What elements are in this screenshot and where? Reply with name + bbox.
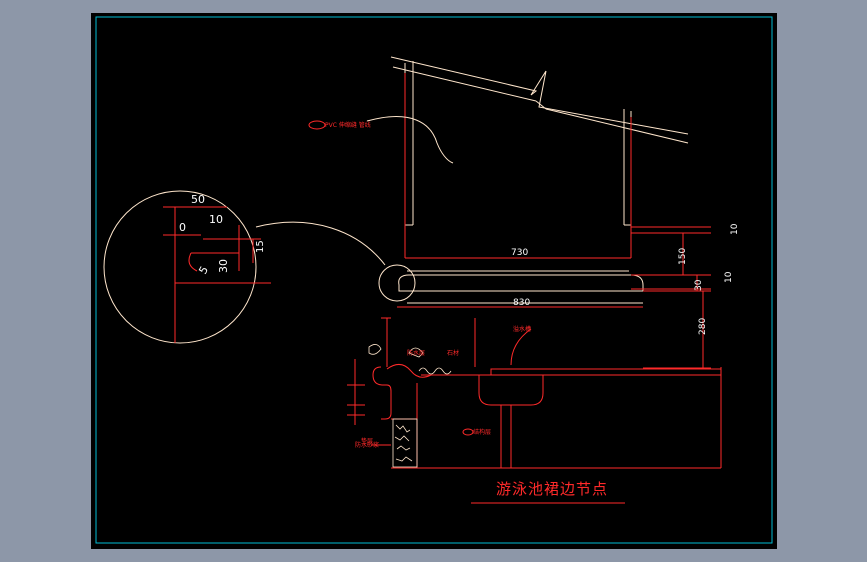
dim-10a: 10 (730, 223, 740, 235)
note-side: 结构层 (473, 428, 491, 436)
dim-730: 730 (511, 248, 528, 258)
detail-dim-30: 30 (217, 259, 230, 273)
drawing-title: 游泳池裙边节点 (496, 480, 609, 498)
detail-red (163, 206, 271, 343)
upper-structure (390, 56, 689, 304)
dim-150: 150 (678, 248, 688, 265)
note-tile: 石材 (447, 349, 459, 357)
note-bubble-2 (462, 428, 474, 436)
note-leader (366, 116, 454, 164)
detail-dim-5: 5 (196, 264, 211, 277)
detail-dim-15: 15 (255, 240, 266, 253)
note-drain: 溢水槽 (513, 325, 531, 333)
dim-830: 830 (513, 298, 530, 308)
note-base: 垫层 (361, 437, 373, 445)
note-low: 防水砂浆 (355, 441, 379, 449)
cad-drawing: 730 830 150 10 10 30 280 50 10 0 30 5 15… (95, 16, 773, 544)
dim-280: 280 (698, 318, 708, 335)
dimension-lines (397, 226, 711, 369)
detail-dim-0: 0 (179, 221, 186, 234)
detail-dim-50: 50 (191, 193, 205, 206)
drawing-frame (95, 16, 773, 544)
gravel-fill (368, 344, 452, 468)
dim-10b: 10 (724, 271, 734, 283)
note-bubble (308, 120, 326, 130)
note-mid: 防水层 (407, 349, 425, 357)
note-top: PVC 伸缩缝 管线 (325, 121, 371, 129)
pool-edge-section (347, 317, 722, 469)
detail-dim-10: 10 (209, 213, 223, 226)
dim-30: 30 (694, 279, 704, 291)
upper-red (404, 73, 711, 290)
drawing-canvas[interactable]: 730 830 150 10 10 30 280 50 10 0 30 5 15… (91, 13, 777, 549)
detail-circle (103, 190, 416, 344)
